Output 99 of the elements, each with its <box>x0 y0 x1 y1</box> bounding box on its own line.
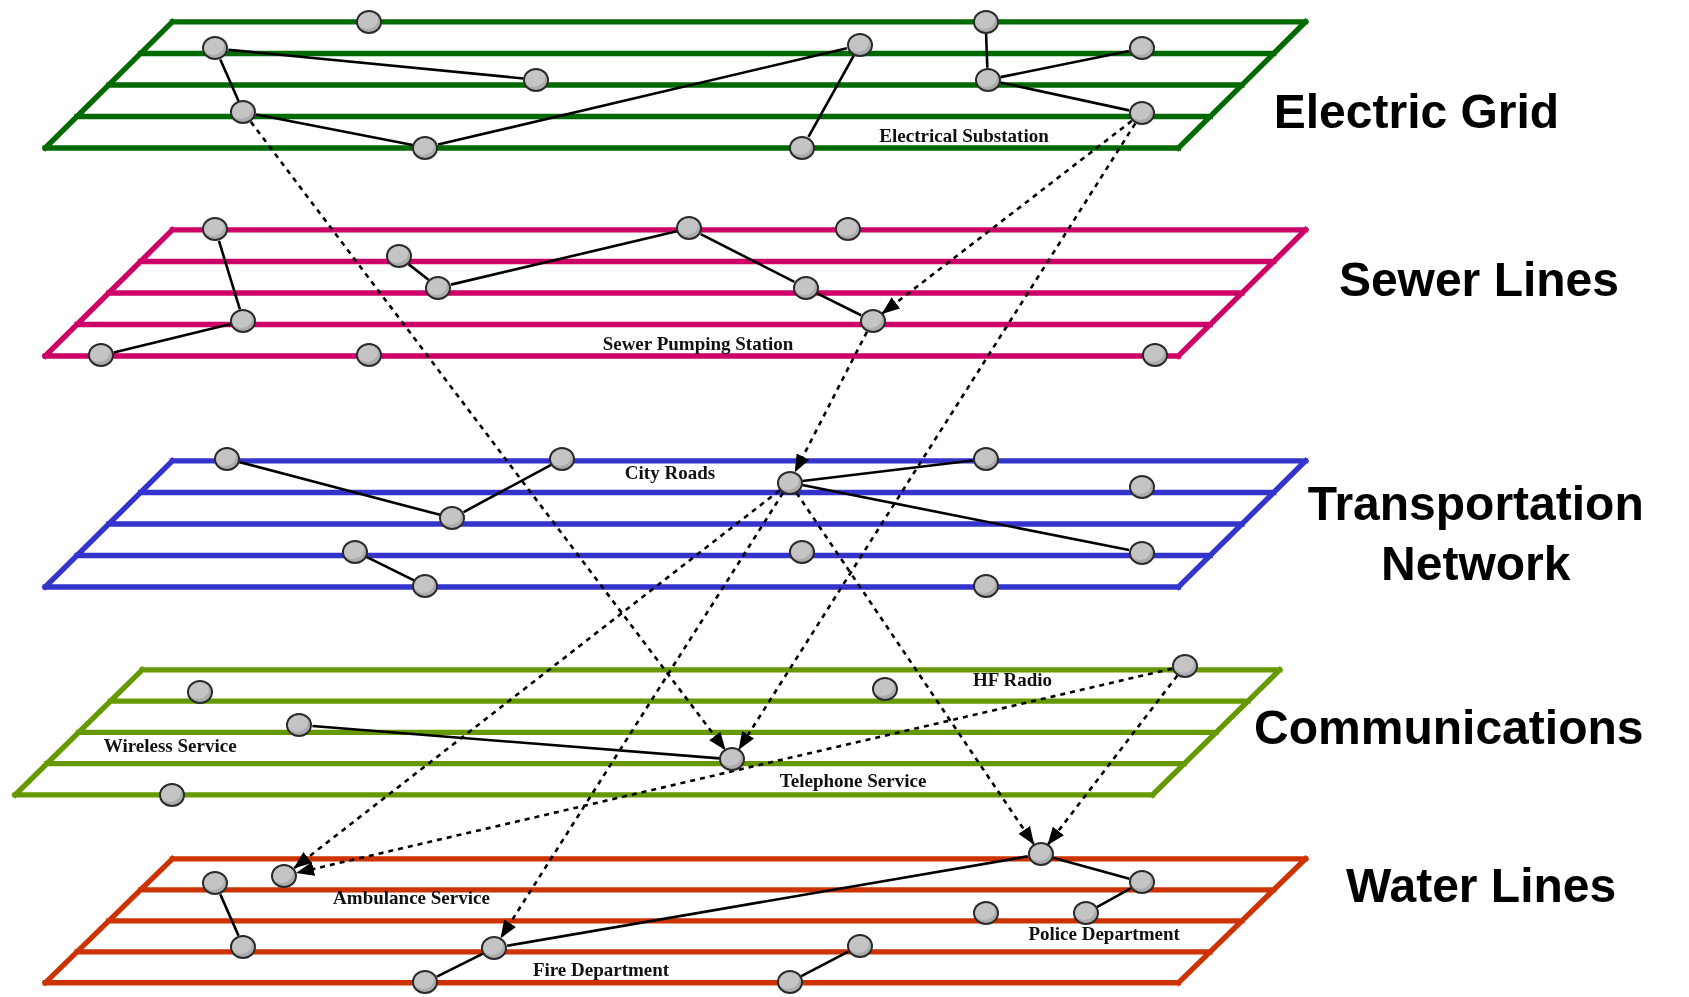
node-caption: Wireless Service <box>103 735 237 755</box>
node-caption: City Roads <box>624 462 716 482</box>
network-node <box>792 275 819 300</box>
connector-line <box>255 113 413 147</box>
connector-line <box>217 240 242 310</box>
network-node <box>214 446 241 471</box>
network-node <box>972 901 999 926</box>
network-node <box>159 782 186 807</box>
connector-line <box>802 459 973 483</box>
network-node <box>972 446 999 471</box>
network-node <box>1128 540 1155 565</box>
network-node <box>481 935 508 960</box>
network-node <box>412 573 439 598</box>
network-node <box>412 135 439 160</box>
network-node <box>846 933 873 958</box>
network-node <box>425 275 452 300</box>
connector-line <box>800 950 849 978</box>
connector-line <box>700 233 795 283</box>
dependency-arrow <box>499 492 785 939</box>
network-node <box>719 747 746 772</box>
connector-line <box>113 322 232 354</box>
layer-title: Electric Grid <box>1272 84 1561 141</box>
network-node <box>230 934 257 959</box>
dependency-arrow <box>795 492 1035 845</box>
network-node <box>1128 36 1155 61</box>
connector-line <box>366 556 415 582</box>
node-caption: Telephone Service <box>779 770 927 790</box>
connector-line <box>312 724 720 760</box>
network-node <box>972 9 999 34</box>
dependency-arrow <box>1047 674 1179 846</box>
network-node <box>202 36 229 61</box>
connector-line <box>984 33 989 68</box>
network-node <box>846 33 873 58</box>
network-node <box>1027 842 1054 867</box>
network-node <box>789 539 816 564</box>
network-node <box>1141 343 1168 368</box>
network-node <box>523 67 550 92</box>
network-node <box>439 506 466 531</box>
dependency-arrow <box>737 122 1137 750</box>
network-node <box>202 871 229 896</box>
facility-label: Electrical Substation <box>879 125 1049 145</box>
connector-line <box>436 952 484 978</box>
connector-line <box>219 59 240 102</box>
network-node <box>230 309 257 333</box>
network-node <box>776 470 803 495</box>
network-node <box>1128 474 1155 499</box>
connector-line <box>807 55 855 138</box>
connector-line <box>1000 81 1130 112</box>
connector-line <box>219 893 240 937</box>
node-caption: Fire Department <box>532 959 670 979</box>
connector-line <box>802 483 1130 552</box>
network-node <box>187 679 214 704</box>
network-node <box>1128 101 1155 126</box>
connector-line <box>507 855 1028 947</box>
connector-line <box>1052 856 1130 880</box>
network-node <box>1128 870 1155 895</box>
facility-label: Sewer Pumping Station <box>602 333 794 353</box>
dependency-arrow <box>793 331 869 473</box>
network-node <box>412 970 439 995</box>
network-node <box>549 446 576 471</box>
connector-line <box>1000 49 1130 79</box>
network-node <box>972 573 999 598</box>
node-caption: Ambulance Service <box>333 887 490 907</box>
network-node <box>776 970 803 995</box>
network-node <box>859 309 886 333</box>
dependency-arrow <box>293 489 781 870</box>
network-node <box>342 539 369 564</box>
connector-line <box>239 460 441 517</box>
dependency-arrow <box>296 667 1173 876</box>
connector-line <box>228 48 524 80</box>
layer-title: Water Lines <box>1344 858 1618 915</box>
node-caption: Police Department <box>1028 923 1180 943</box>
connector-line <box>463 463 552 514</box>
network-node <box>385 244 412 269</box>
connector-line <box>450 230 678 286</box>
network-node <box>286 712 313 737</box>
network-node <box>88 343 115 368</box>
network-node <box>789 135 816 160</box>
network-node <box>974 67 1001 92</box>
layer-title: Transportation Network <box>1306 476 1645 593</box>
network-node <box>1072 901 1099 926</box>
facility-label: HF Radio <box>973 669 1053 689</box>
dependency-arrow <box>881 119 1133 315</box>
network-node <box>872 677 899 702</box>
network-node <box>356 9 383 34</box>
network-node <box>356 343 383 368</box>
network-node <box>834 217 861 242</box>
connector-line <box>407 263 430 281</box>
network-node <box>271 863 298 888</box>
layer-title: Communications <box>1253 700 1645 757</box>
network-node <box>230 100 257 125</box>
dependency-arrow <box>249 121 727 751</box>
network-node <box>676 216 703 241</box>
layer-title: Sewer Lines <box>1337 252 1620 309</box>
network-node <box>202 217 229 242</box>
connector-line <box>1096 887 1132 909</box>
network-node <box>1171 653 1198 678</box>
connector-line <box>437 46 848 146</box>
connector-line <box>816 292 862 317</box>
